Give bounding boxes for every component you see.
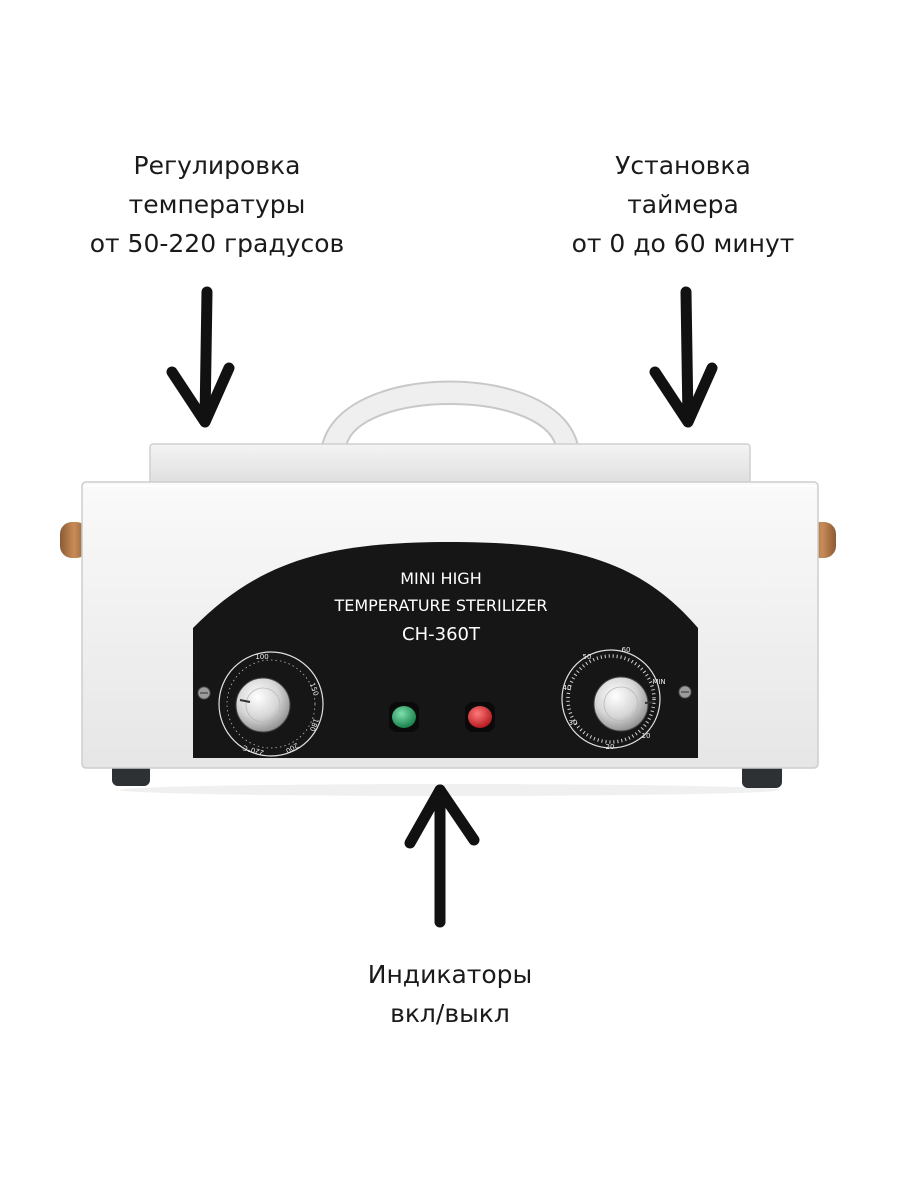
temperature-caption-line-2: температуры xyxy=(128,190,306,219)
temperature-dial: 100 150 180 200 220°C xyxy=(218,651,324,757)
temperature-caption: Регулировка температуры от 50-220 градус… xyxy=(62,146,372,263)
timer-mark-20: 20 xyxy=(606,743,615,751)
timer-caption-line-2: таймера xyxy=(627,190,739,219)
main-body xyxy=(81,481,819,769)
indicators-caption: Индикаторы вкл/выкл xyxy=(300,955,600,1033)
arrow-down-right-icon xyxy=(649,286,718,428)
control-panel xyxy=(193,542,698,758)
temperature-caption-line-1: Регулировка xyxy=(133,151,301,180)
indicators-caption-line-1: Индикаторы xyxy=(367,960,533,989)
left-side-handle xyxy=(60,522,88,558)
right-side-handle xyxy=(808,522,836,558)
right-foot xyxy=(742,760,782,788)
temp-mark-150: 150 xyxy=(308,682,320,697)
timer-mark-60: 60 xyxy=(622,646,631,654)
panel-model-label: CH-360T xyxy=(402,624,481,645)
timer-caption: Установка таймера от 0 до 60 минут xyxy=(528,146,838,263)
timer-knob[interactable] xyxy=(593,676,656,732)
timer-mark-30: 30 xyxy=(569,719,578,727)
timer-mark-min: MIN xyxy=(652,678,665,686)
left-foot xyxy=(112,760,150,786)
temp-mark-220: 220°C xyxy=(242,743,265,756)
arrow-down-left-icon xyxy=(166,286,235,428)
lid xyxy=(149,443,751,489)
indicators-caption-line-2: вкл/выкл xyxy=(390,999,510,1028)
timer-mark-50: 50 xyxy=(583,653,592,661)
timer-mark-40: 40 xyxy=(563,684,572,692)
temperature-caption-line-3: от 50-220 градусов xyxy=(89,229,345,258)
screw-left xyxy=(197,686,211,700)
timer-dial: 60 50 40 30 20 10 MIN xyxy=(561,646,666,751)
temp-mark-200: 200 xyxy=(284,741,300,755)
screw-right xyxy=(678,685,692,699)
temp-mark-180: 180 xyxy=(308,717,320,732)
arrow-up-icon xyxy=(404,784,480,928)
timer-caption-line-3: от 0 до 60 минут xyxy=(571,229,795,258)
timer-caption-line-1: Установка xyxy=(615,151,751,180)
timer-mark-10: 10 xyxy=(642,732,651,740)
indicator-light-red-icon xyxy=(465,702,495,732)
panel-title-line-2: TEMPERATURE STERILIZER xyxy=(333,596,547,615)
temp-mark-100: 100 xyxy=(255,653,268,661)
temperature-knob[interactable] xyxy=(235,677,291,733)
top-handle xyxy=(320,380,580,447)
indicator-light-green-icon xyxy=(389,702,419,732)
panel-title-line-1: MINI HIGH xyxy=(400,569,481,588)
